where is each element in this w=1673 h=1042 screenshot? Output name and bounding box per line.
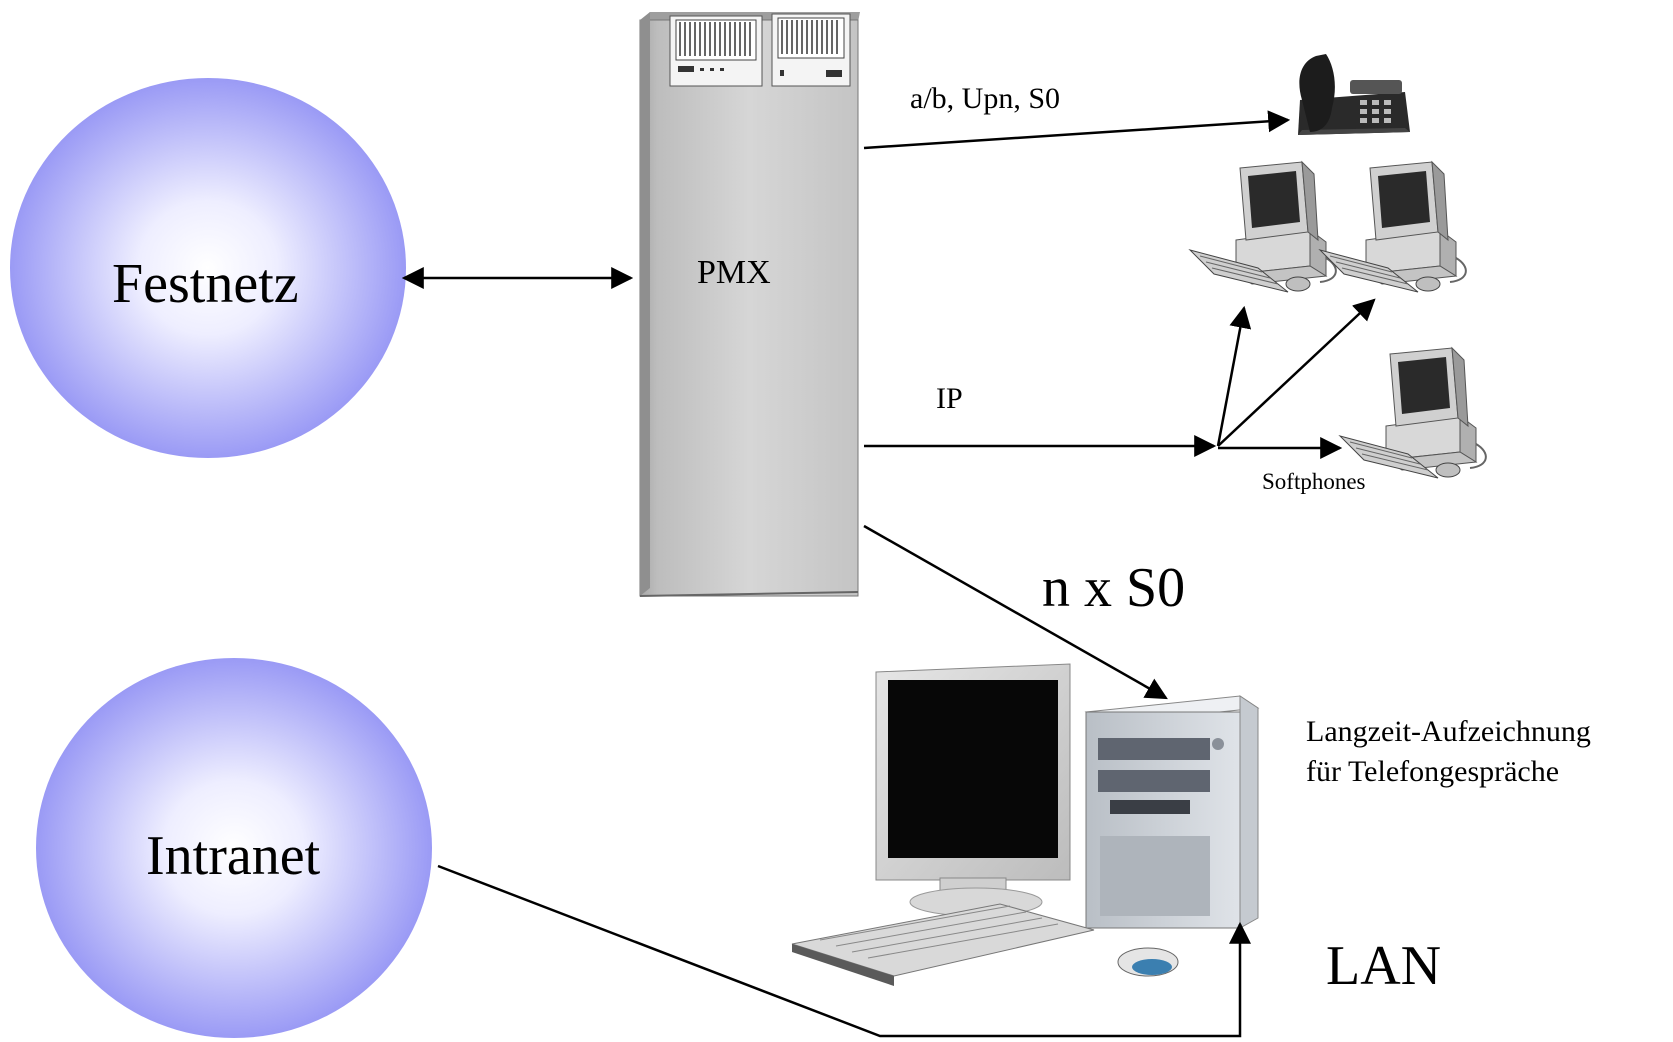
ip-link-label: IP — [936, 382, 963, 415]
desk-phone-icon — [1298, 54, 1410, 135]
intranet-cloud — [36, 658, 432, 1038]
intranet-label: Intranet — [146, 825, 321, 887]
pmx-label: PMX — [697, 254, 771, 291]
recorder-description-line-1: Langzeit-Aufzeichnung — [1306, 715, 1591, 748]
isdn-link-arrow — [863, 524, 1168, 700]
recorder-description-line-2: für Telefongespräche — [1306, 755, 1560, 788]
festnetz-label: Festnetz — [112, 253, 299, 315]
lan-link-arrow — [437, 864, 1251, 1038]
recorder-description: Langzeit-Aufzeichnung für Telefongespräc… — [1306, 712, 1666, 792]
phone-link-arrow — [863, 110, 1291, 150]
ip-branch-1 — [1216, 305, 1252, 447]
softphones-label: Softphones — [1262, 469, 1366, 494]
ip-branch-2 — [1217, 298, 1376, 447]
tower-pc-workstation-icon — [791, 663, 1260, 986]
softphone-computer-3 — [1338, 346, 1487, 479]
pmx-cabinet — [639, 12, 860, 597]
lan-link-label: LAN — [1326, 935, 1442, 997]
festnetz-cloud — [10, 78, 406, 458]
softphone-computer-1 — [1188, 160, 1337, 293]
isdn-link-label: n x S0 — [1042, 557, 1186, 619]
phone-link-label: a/b, Upn, S0 — [910, 82, 1060, 115]
softphone-computer-2 — [1318, 160, 1467, 293]
